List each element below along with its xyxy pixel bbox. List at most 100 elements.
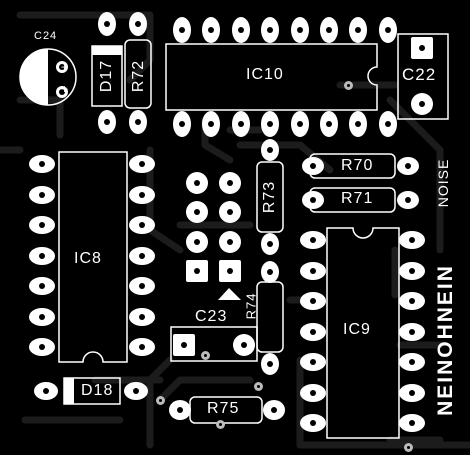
ic10-label: IC10 [246,66,284,83]
ic10-pad [349,111,368,137]
ic9-pad [300,261,326,280]
ic8-pad [129,338,155,356]
ic9-pad [399,292,425,310]
r72-pad [129,12,147,36]
c24-pad [56,86,68,98]
connector-pad [186,231,208,253]
connector-pad [219,201,241,223]
ic9-pad [300,231,326,249]
r71-pad [302,191,324,209]
r75-pad [263,400,285,420]
ic9-pad [399,414,425,432]
ic10-outline [165,43,378,111]
ic8-label: IC8 [74,250,102,267]
connector-pad [219,260,241,282]
r73-pad [261,233,279,255]
ic9-pad [300,383,326,402]
c24-plus-1: + [61,60,70,74]
via [253,381,263,391]
ic10-pad [290,17,309,43]
brand-label: NEINOHNEIN [434,264,457,416]
ic9-pad [399,353,425,371]
d17-pad [98,110,116,134]
c23-pad [233,334,255,356]
r74-pad [261,261,279,283]
r70-pad [302,157,324,175]
ic8-pad [129,307,155,326]
r75-label: R75 [207,400,240,417]
connector-pad [219,231,241,253]
ic9-pad [399,261,425,280]
noise-label: NOISE [435,158,451,208]
ic9-pad [399,231,425,249]
r70-label: R70 [341,157,374,174]
connector-pad [219,172,241,194]
d18-band [64,378,74,404]
ic8-pad [129,277,155,295]
via [155,395,165,405]
ic8-pad [129,185,155,204]
via [403,442,413,452]
ic10-pad [378,111,397,137]
c22-pad [411,93,433,115]
ic9-pad [300,322,326,341]
ic8-pad [129,155,155,173]
ic8-outline [58,151,128,363]
connector-pad [186,172,208,194]
via [215,419,225,429]
ic10-pad [173,111,191,137]
r72-label: R72 [130,59,147,93]
c23-label: C23 [195,308,228,325]
ic10-pad [320,111,338,137]
d17-pad [98,12,116,36]
ic9-outline [326,227,400,439]
ic8-pad [129,246,155,265]
ic8-pad [29,307,55,326]
ic8-pad [129,216,155,234]
ic9-pad [300,414,326,432]
ic10-pad [261,111,280,137]
ic8-pad [29,246,55,265]
ic10-pad [173,17,191,43]
c22-label: C22 [402,65,437,84]
r72-pad [129,110,147,134]
ic10-pad [320,17,338,43]
d18-label: D18 [81,382,114,399]
ic9-pad [399,383,425,402]
ic8-pad [29,185,55,204]
ic10-pad [231,111,250,137]
connector-pad [186,260,208,282]
ic10-pad [349,17,368,43]
ic10-pad [202,111,221,137]
c22-outline [397,33,449,120]
d18-pad [34,382,58,400]
c24-label: C24 [34,30,58,42]
ic9-pad [300,353,326,371]
pin1-arrow [218,288,241,300]
d17-label: D17 [98,59,115,93]
ic8-pad [29,155,55,173]
c24-plus-2: + [61,82,70,96]
ic10-pad [261,17,280,43]
r74-label: R74 [243,292,259,320]
d18-pad [124,382,148,400]
r72-outline [124,39,152,109]
ic8-pad [29,216,55,234]
c23-pad [173,334,195,356]
r74-outline [256,281,284,353]
ic10-pad [231,17,250,43]
r71-label: R71 [341,190,374,207]
c22-pad [411,37,433,59]
via [343,80,353,90]
ic9-label: IC9 [343,321,371,338]
r74-pad [261,353,279,375]
r73-label: R73 [261,180,278,214]
r70-pad [397,157,419,175]
connector-pad [186,201,208,223]
via [200,350,210,360]
ic8-pad [29,277,55,295]
ic8-pad [29,338,55,356]
r73-outline [256,161,284,233]
